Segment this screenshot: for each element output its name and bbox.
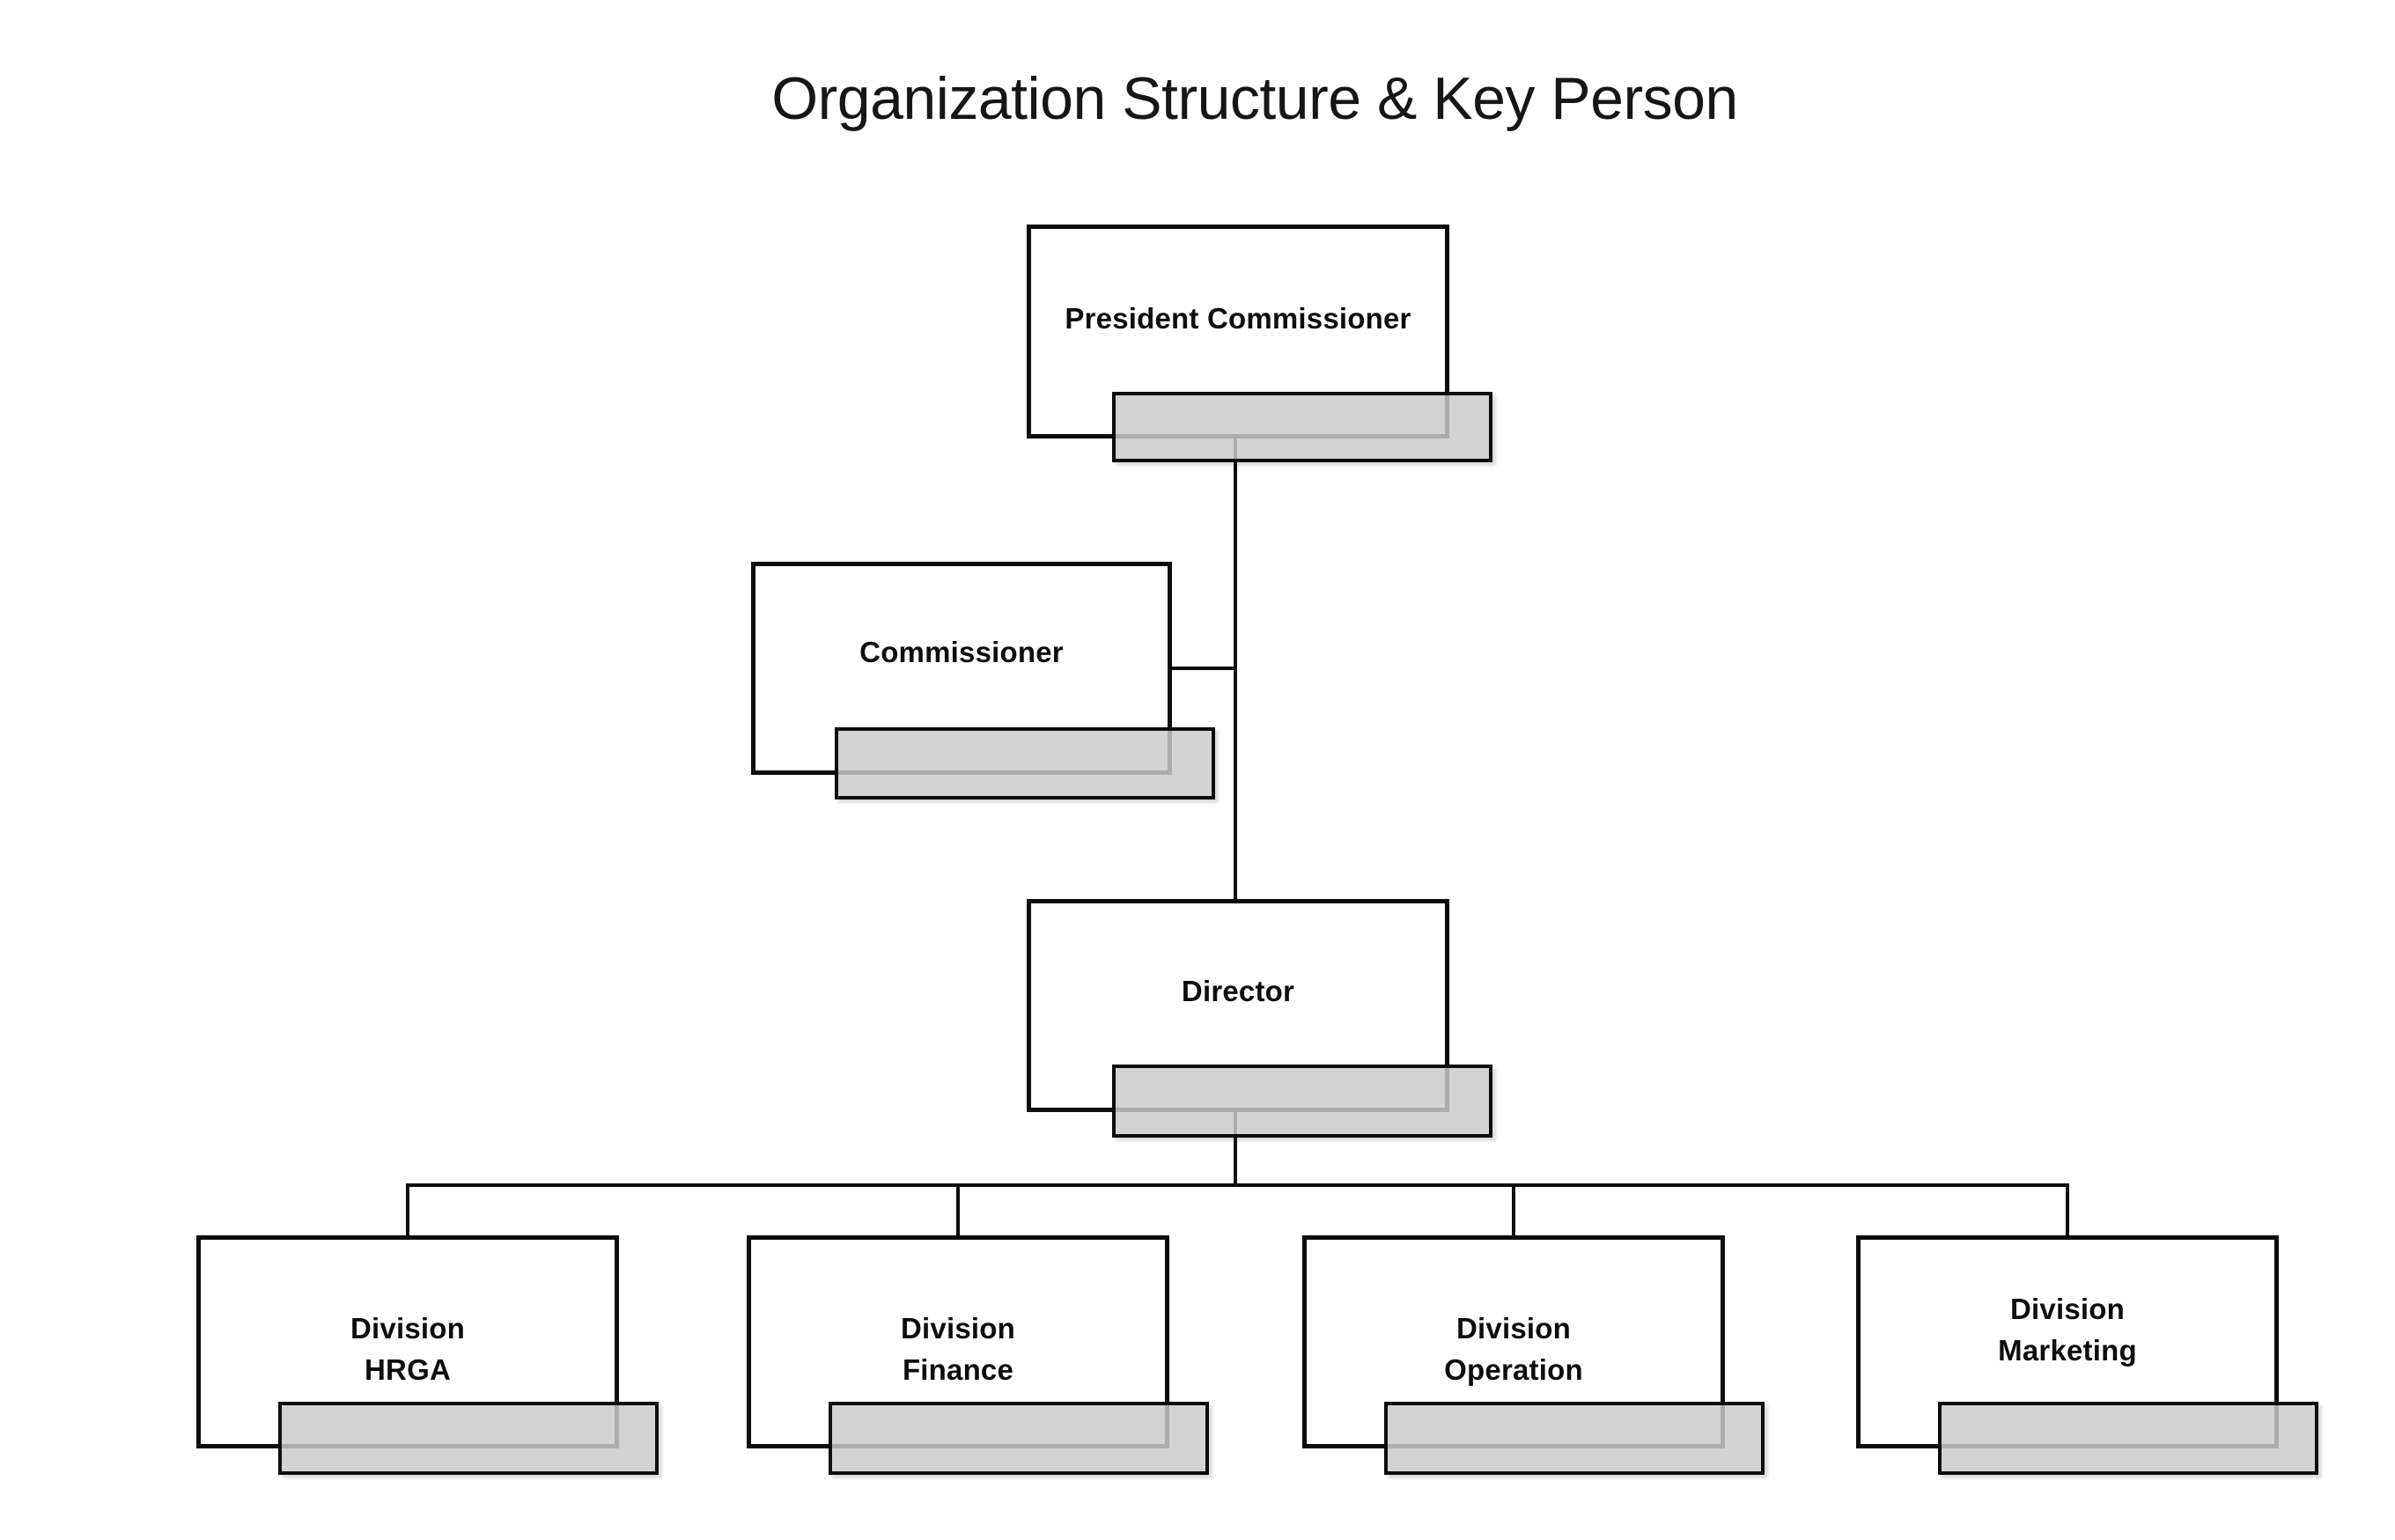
connector-drop-marketing [2066,1185,2069,1238]
connector-director-down [1234,1109,1237,1187]
slide-title: Organization Structure & Key Person [771,65,1738,132]
org-node-label: Division Marketing [1998,1293,2137,1367]
org-node-label: President Commissioner [1065,302,1411,335]
name-placeholder-president-commissioner [1112,392,1492,462]
connector-distribution-line [406,1183,2069,1187]
connector-drop-hrga [406,1185,409,1238]
org-node-label: Director [1181,974,1295,1007]
name-placeholder-division-operation [1384,1402,1765,1475]
connector-commissioner-branch [1172,667,1236,670]
name-placeholder-director [1112,1065,1492,1138]
name-placeholder-division-hrga [278,1402,659,1475]
org-node-label: Division Operation [1444,1312,1583,1386]
org-node-label: Commissioner [859,635,1064,668]
connector-drop-finance [956,1185,960,1238]
org-node-label: Division Finance [901,1312,1015,1386]
org-node-label: Division HRGA [350,1312,465,1386]
name-placeholder-commissioner [835,727,1215,799]
name-placeholder-division-marketing [1938,1402,2318,1475]
connector-drop-operation [1512,1185,1515,1238]
name-placeholder-division-finance [829,1402,1209,1475]
